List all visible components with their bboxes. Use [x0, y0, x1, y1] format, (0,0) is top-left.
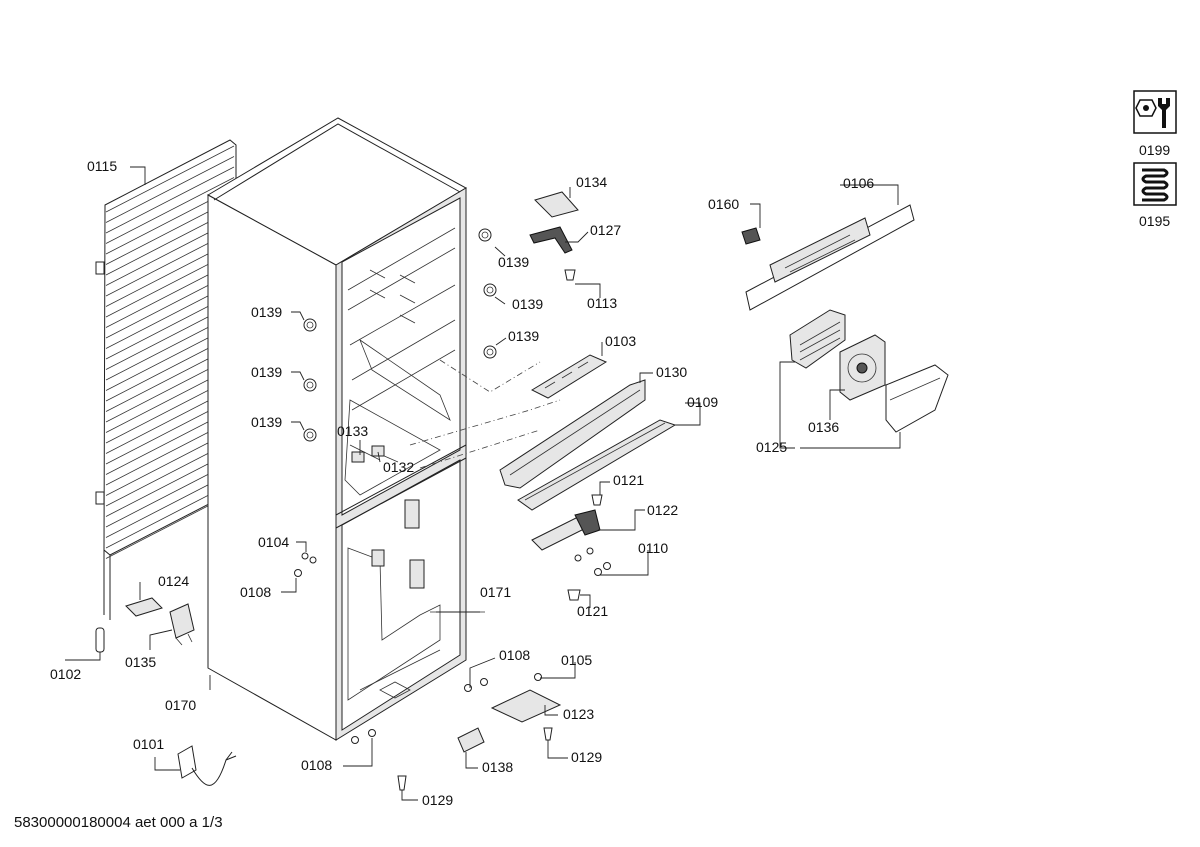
label-0110: 0110 [638, 540, 668, 556]
label-0103: 0103 [605, 333, 636, 349]
fitting-0102[interactable] [95, 627, 105, 653]
tools-icon[interactable] [1133, 90, 1177, 134]
label-0160: 0160 [708, 196, 739, 212]
label-0133: 0133 [337, 423, 368, 439]
hinge-0127[interactable] [529, 226, 573, 254]
label-0104: 0104 [258, 534, 289, 550]
cabinet-housing[interactable] [206, 117, 468, 741]
label-0129-a: 0129 [571, 749, 602, 765]
label-0125: 0125 [756, 439, 787, 455]
thermostat-0135[interactable] [169, 603, 195, 646]
label-0121-a: 0121 [613, 472, 644, 488]
fan-cover-0125[interactable] [885, 364, 949, 433]
label-0121-b: 0121 [577, 603, 608, 619]
label-0139-d: 0139 [498, 254, 529, 270]
connector-0160[interactable] [741, 227, 761, 245]
label-0109: 0109 [687, 394, 718, 410]
label-0113: 0113 [587, 295, 617, 311]
coil-icon[interactable] [1133, 162, 1177, 206]
label-0123: 0123 [563, 706, 594, 722]
legend-code-0199: 0199 [1139, 142, 1170, 158]
label-0139-e: 0139 [512, 296, 543, 312]
label-0101: 0101 [133, 736, 164, 752]
cover-0124[interactable] [125, 597, 163, 617]
label-0108-c: 0108 [301, 757, 332, 773]
label-0124: 0124 [158, 573, 189, 589]
label-0132: 0132 [383, 459, 414, 475]
label-0122: 0122 [647, 502, 678, 518]
label-0134: 0134 [576, 174, 607, 190]
label-0106: 0106 [843, 175, 874, 191]
legend: 0199 0195 [1133, 90, 1177, 229]
fan-0136[interactable] [839, 334, 886, 401]
coil-tube [105, 177, 235, 244]
coil-tube [105, 156, 235, 223]
legend-code-0195: 0195 [1139, 213, 1170, 229]
label-0130: 0130 [656, 364, 687, 380]
coil-tube [105, 145, 235, 213]
fixing-parts [294, 228, 611, 791]
label-0139-b: 0139 [251, 364, 282, 380]
label-0115: 0115 [87, 158, 117, 174]
document-footer: 58300000180004 aet 000 a 1/3 [14, 814, 223, 831]
label-0139-c: 0139 [251, 414, 282, 430]
label-0138: 0138 [482, 759, 513, 775]
label-0108-b: 0108 [499, 647, 530, 663]
leader-lines [65, 166, 901, 801]
label-0139-f: 0139 [508, 328, 539, 344]
label-0139-a: 0139 [251, 304, 282, 320]
part-labels: 0115 0102 0124 0135 0170 0101 0139 0139 … [50, 158, 874, 808]
control-panel-0106[interactable] [745, 204, 915, 311]
label-0171: 0171 [480, 584, 511, 600]
label-0102: 0102 [50, 666, 81, 682]
power-cord-0101[interactable] [177, 745, 237, 786]
label-0108-a: 0108 [240, 584, 271, 600]
hinge-cover-0134[interactable] [534, 191, 579, 218]
rail-0130[interactable] [499, 379, 646, 489]
cover-0138[interactable] [457, 727, 485, 753]
label-0170: 0170 [165, 697, 196, 713]
label-0136: 0136 [808, 419, 839, 435]
label-0135: 0135 [125, 654, 156, 670]
label-0127: 0127 [590, 222, 621, 238]
guide-0103[interactable] [530, 354, 608, 399]
hinge-plate-0123[interactable] [490, 689, 562, 723]
label-0129-b: 0129 [422, 792, 453, 808]
label-0105: 0105 [561, 652, 592, 668]
hinge-0122[interactable] [531, 509, 601, 551]
coil-tube [105, 166, 235, 234]
fan-housing-0125[interactable] [789, 309, 846, 369]
